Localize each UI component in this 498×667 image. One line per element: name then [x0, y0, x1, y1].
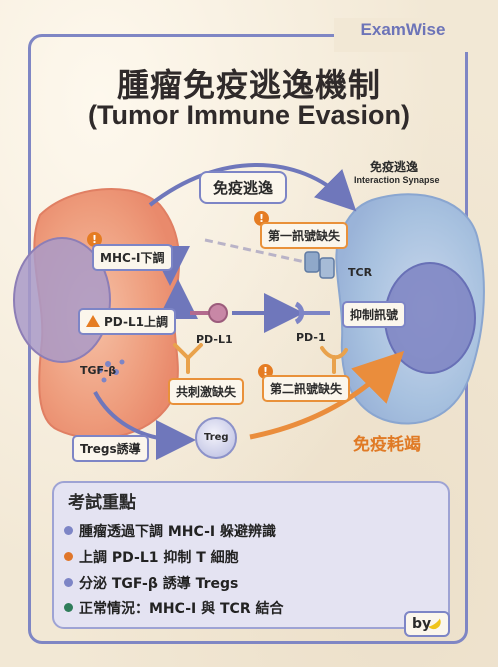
- key-points-title: 考試重點: [68, 493, 136, 513]
- key-point-item: 上調 PD-L1 抑制 T 細胞: [64, 547, 239, 567]
- tgf-beta-label: TGF-β: [80, 364, 117, 377]
- inhibit-signal-tag: 抑制訊號: [342, 301, 407, 328]
- title-chinese: 腫瘤免疫逃逸機制: [116, 66, 381, 104]
- warning-icon: [86, 315, 100, 327]
- key-point-text: 正常情況：MHC-I 與 TCR 結合: [79, 601, 284, 617]
- tregs-induce-tag: Tregs誘導: [72, 435, 149, 462]
- pdl1-up-text: PD-L1上調: [104, 315, 168, 329]
- costim-ligand: [173, 343, 203, 374]
- bullet-dot: [64, 578, 73, 587]
- pdl1-label: PD-L1: [196, 333, 233, 346]
- bullet-dot: [64, 526, 73, 535]
- costim-missing-tag: 共刺激缺失: [168, 378, 245, 405]
- byline-text: by: [412, 616, 432, 632]
- tgf-beta-particles: [97, 359, 125, 383]
- key-point-text: 分泌 TGF-β 誘導 Tregs: [79, 576, 239, 592]
- tcr-receptor: [304, 251, 335, 279]
- key-points-box: [52, 481, 450, 629]
- signal2-missing-tag: 第二訊號缺失: [262, 375, 351, 402]
- warning-icon: !: [87, 232, 102, 247]
- pd1-receptor: [294, 301, 330, 325]
- key-point-item: 腫瘤透過下調 MHC-I 躲避辨識: [64, 521, 276, 541]
- key-point-item: 正常情況：MHC-I 與 TCR 結合: [64, 598, 284, 618]
- synapse-title: 免疫逃逸: [370, 160, 419, 174]
- exhaustion-arrow: [249, 350, 405, 440]
- key-point-text: 腫瘤透過下調 MHC-I 躲避辨識: [79, 524, 277, 540]
- treg-label: Treg: [204, 432, 229, 443]
- signal1-missing-tag: 第一訊號缺失: [260, 222, 349, 249]
- bullet-dot: [64, 603, 73, 612]
- tcr-label: TCR: [348, 266, 373, 279]
- brand-tab: [334, 18, 468, 52]
- title-english: (Tumor Immune Evasion): [87, 100, 411, 130]
- brand-label: ExamWise: [360, 20, 446, 39]
- mhc-down-tag: MHC-I下調: [92, 244, 173, 271]
- pd1-label: PD-1: [296, 331, 326, 344]
- exhaustion-label: 免疫耗竭: [353, 435, 421, 455]
- t-cell-nucleus: [385, 263, 475, 373]
- top-evasion-arrow: [148, 163, 357, 212]
- byline-tag: by: [404, 611, 450, 637]
- tregs-induction-arrow: [93, 391, 196, 460]
- top-evasion-label: 免疫逃逸: [199, 171, 288, 204]
- bullet-dot: [64, 552, 73, 561]
- key-point-item: 分泌 TGF-β 誘導 Tregs: [64, 573, 238, 593]
- pdl1-up-tag: PD-L1上調: [78, 308, 176, 335]
- key-point-text: 上調 PD-L1 抑制 T 細胞: [79, 550, 239, 566]
- signal1-dashed-arrow: [204, 238, 306, 264]
- synapse-subtitle: Interaction Synapse: [354, 175, 440, 185]
- treg-cell: [195, 417, 237, 459]
- pdl1-receptor: [190, 303, 228, 323]
